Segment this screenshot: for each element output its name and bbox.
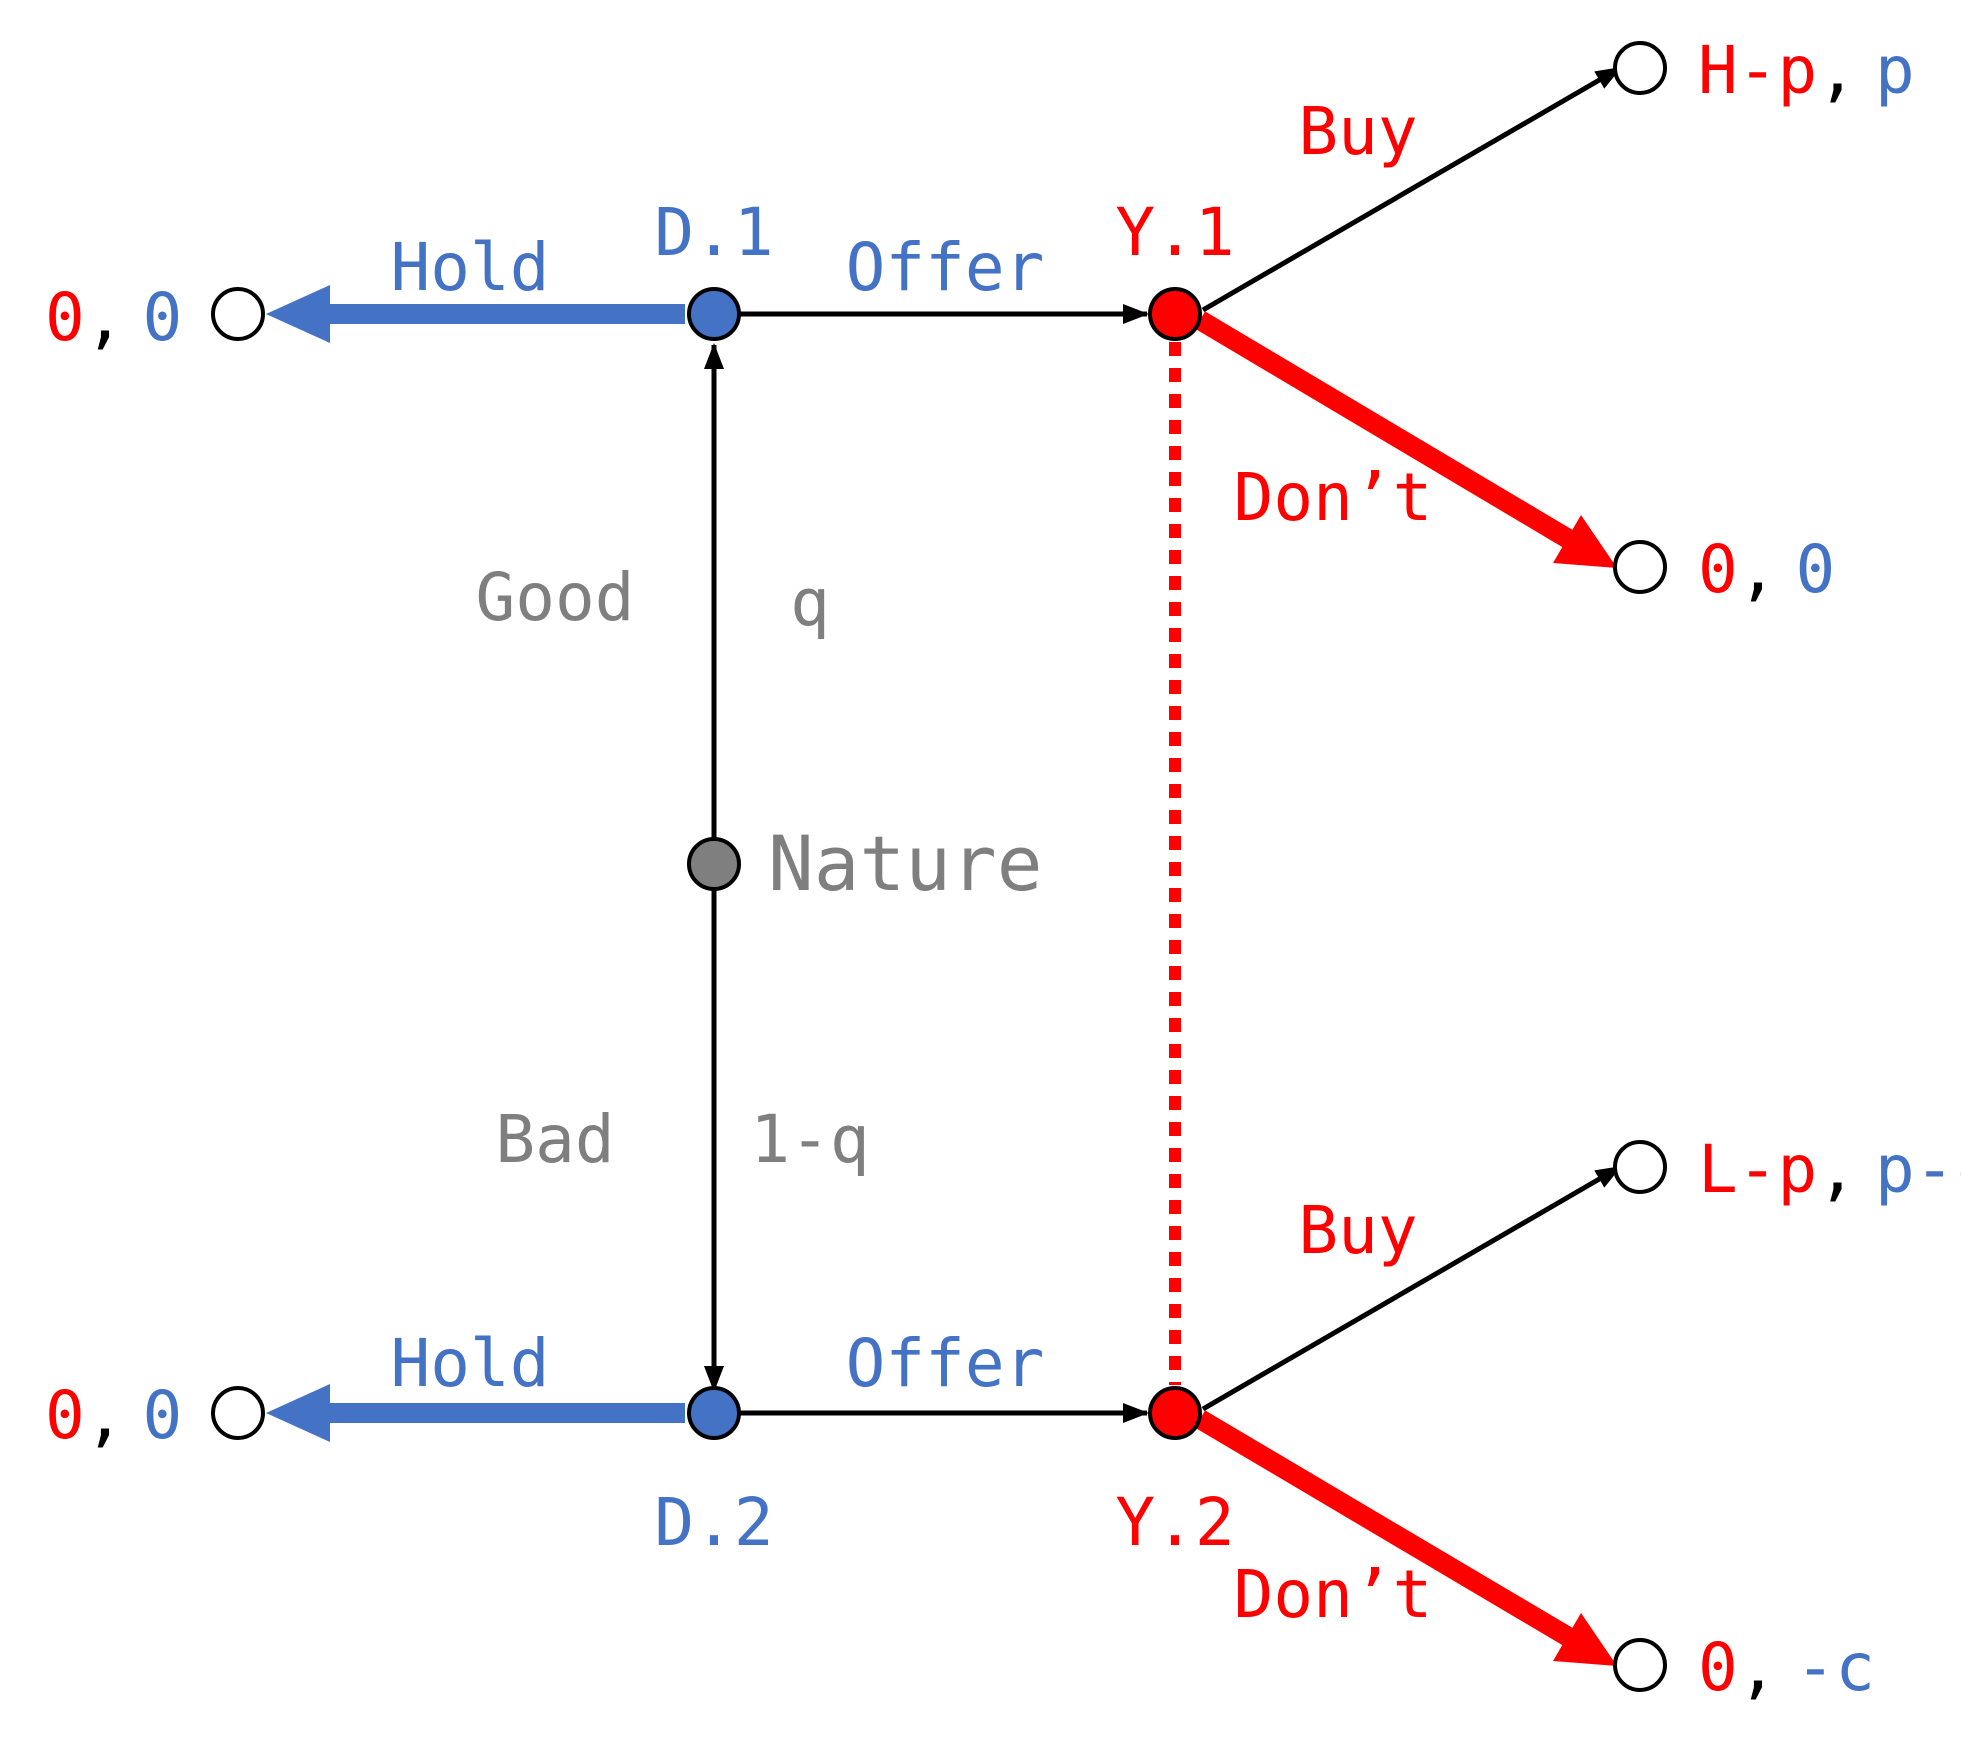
payoff-y1-dont: 0,0 [1698, 531, 1835, 608]
y2-dont-edge [1194, 1410, 1576, 1647]
y1-buy-label: Buy [1298, 93, 1417, 170]
d2-node [687, 1386, 741, 1440]
y1-dont-arrowhead [1553, 515, 1617, 568]
d2-offer-label: Offer [846, 1325, 1045, 1402]
nature-node [687, 837, 741, 891]
y1-node [1148, 287, 1202, 341]
y2-buy-label: Buy [1298, 1192, 1417, 1269]
payoff-y1-buy: H-p,p [1698, 32, 1915, 109]
y2-dont-label: Don’t [1234, 1556, 1433, 1633]
d2-hold-arrowhead [266, 1384, 330, 1442]
payoff-d1-hold: 0,0 [45, 279, 182, 356]
d1-hold-label: Hold [391, 229, 550, 306]
payoff-y2-buy: L-p,p-c [1698, 1131, 1961, 1208]
bad-prob-label: 1-q [750, 1101, 869, 1178]
nature-label: Nature [768, 819, 1043, 908]
terminal-node-y1-dont [1613, 540, 1667, 594]
good-label: Good [476, 559, 635, 636]
terminal-node-y2-dont [1613, 1638, 1667, 1692]
d2-hold-label: Hold [391, 1325, 550, 1402]
terminal-node-y1-buy [1613, 41, 1667, 95]
y1-buy-edge [1201, 65, 1622, 313]
y1-label: Y.1 [1115, 194, 1234, 271]
d1-label: D.1 [654, 194, 773, 271]
d1-node [687, 287, 741, 341]
payoff-y2-dont: 0,-c [1698, 1629, 1875, 1706]
d1-hold-arrowhead [266, 285, 330, 343]
terminal-node-y2-buy [1613, 1140, 1667, 1194]
good-prob-label: q [790, 564, 830, 641]
y2-node [1148, 1386, 1202, 1440]
y2-label: Y.2 [1115, 1484, 1234, 1561]
d2-label: D.2 [654, 1484, 773, 1561]
y1-dont-label: Don’t [1234, 459, 1433, 536]
terminal-node-d1-hold [211, 287, 265, 341]
bad-label: Bad [495, 1101, 614, 1178]
terminal-node-d2-hold [211, 1386, 265, 1440]
y2-dont-arrowhead [1553, 1613, 1617, 1666]
y1-dont-edge [1194, 311, 1576, 549]
y2-buy-edge [1201, 1164, 1622, 1412]
payoff-d2-hold: 0,0 [45, 1377, 182, 1454]
d1-offer-label: Offer [846, 229, 1045, 306]
